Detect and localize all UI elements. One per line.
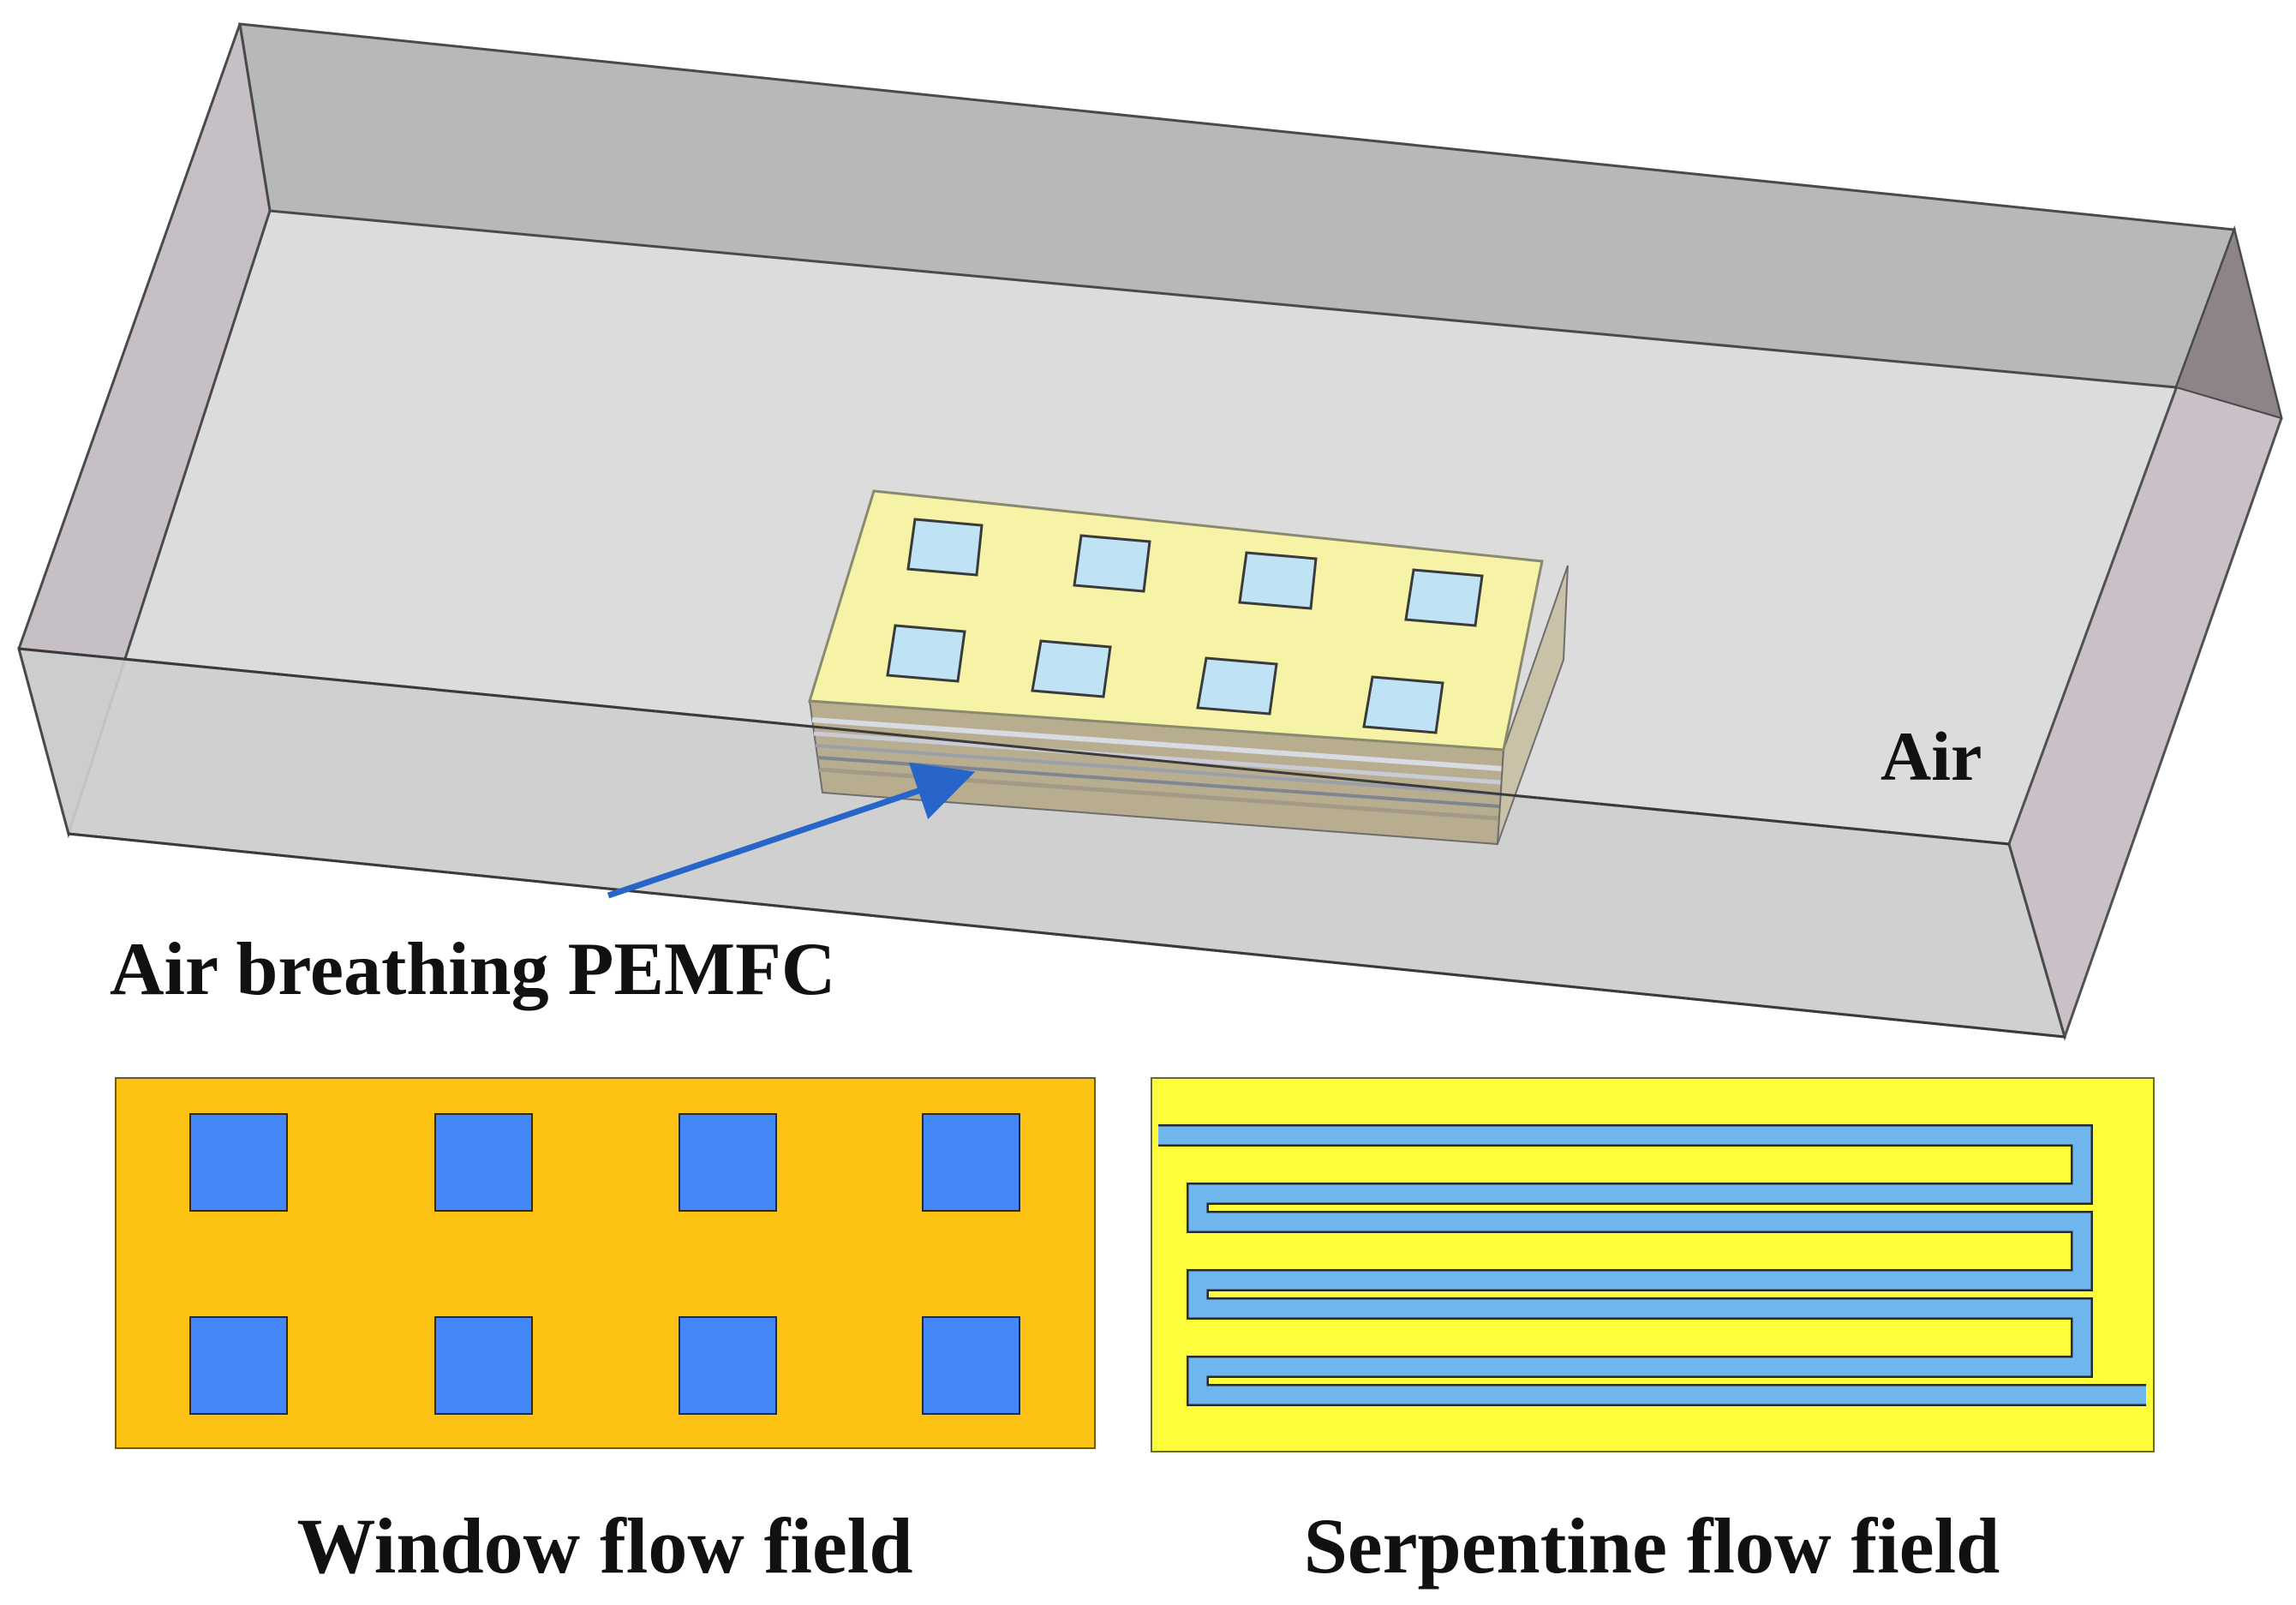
domain-bottom-edge <box>68 832 2066 1039</box>
window-hole <box>189 1316 288 1415</box>
cell-window <box>1196 656 1278 716</box>
serpentine-caption: Serpentine flow field <box>1304 1502 2000 1590</box>
window-caption: Window flow field <box>296 1502 912 1590</box>
window-flow-field <box>115 1077 1096 1449</box>
cell-window <box>1238 551 1318 610</box>
pemfc-pointer-arrow <box>607 762 976 899</box>
window-hole <box>922 1113 1020 1212</box>
window-hole <box>922 1316 1020 1415</box>
window-hole <box>434 1316 533 1415</box>
cell-right-side <box>1497 565 1569 845</box>
domain-front-edge <box>18 647 2010 846</box>
cell-layer-1 <box>811 717 1503 771</box>
serpentine-channel <box>1158 1126 2146 1404</box>
cell-layer-3 <box>815 744 1501 796</box>
pemfc-label: Air breathing PEMFC <box>110 928 835 1011</box>
pemfc-cell <box>808 489 1569 846</box>
window-hole <box>434 1113 533 1212</box>
window-hole <box>679 1316 777 1415</box>
air-label: Air <box>1880 717 1982 795</box>
cell-window <box>1031 639 1112 698</box>
cell-top-face <box>808 489 1544 752</box>
window-hole <box>189 1113 288 1212</box>
serpentine-flow-field <box>1151 1077 2155 1452</box>
cell-windows <box>886 518 1484 734</box>
cell-window <box>1404 568 1484 627</box>
cell-window <box>1362 675 1444 734</box>
cell-window <box>906 518 984 577</box>
window-hole <box>679 1113 777 1212</box>
cell-layer-2 <box>813 731 1502 785</box>
window-holes <box>189 1113 1020 1415</box>
cell-window <box>886 624 966 683</box>
cell-window <box>1073 534 1151 593</box>
domain-right-wall-dark <box>2174 226 2283 420</box>
